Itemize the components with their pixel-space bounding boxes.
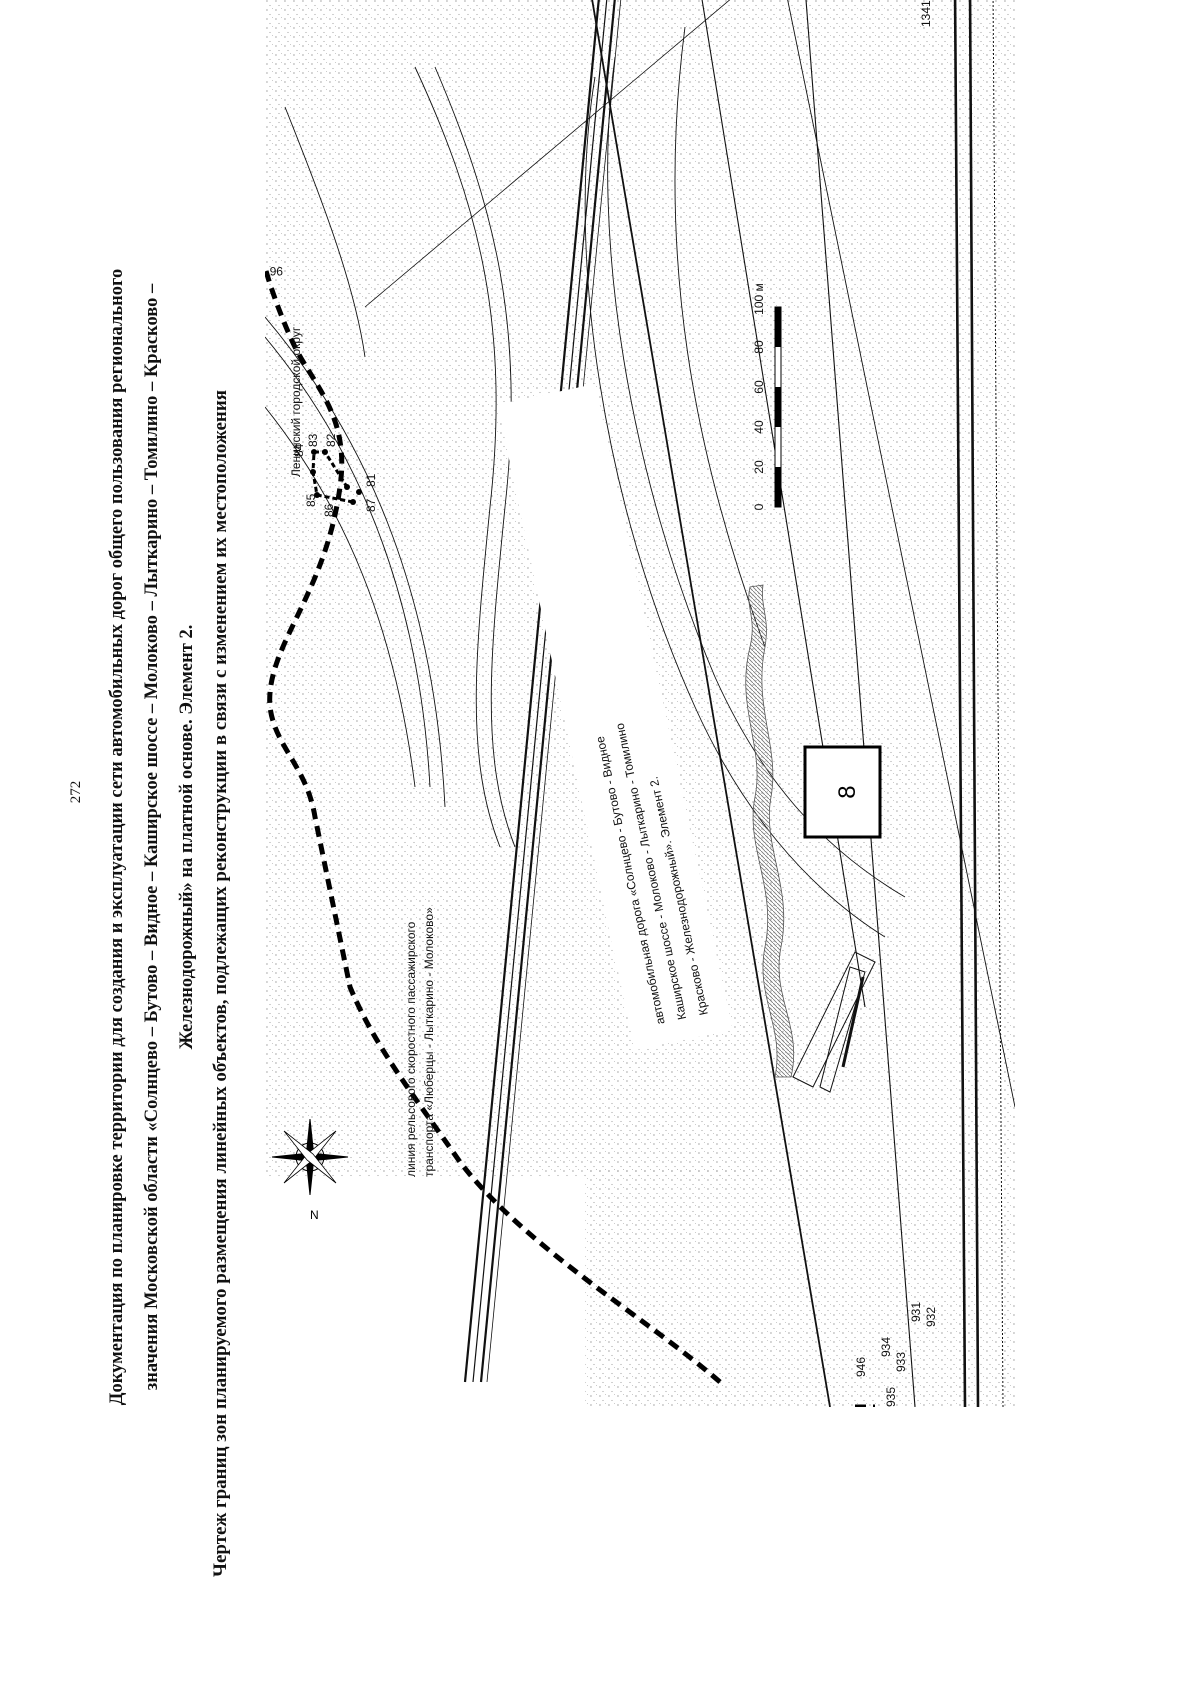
svg-text:96: 96: [269, 264, 283, 278]
svg-text:86: 86: [322, 503, 336, 517]
district-label: Ленинский городской округ: [289, 326, 303, 477]
svg-text:N: N: [310, 1208, 319, 1222]
creek: [745, 584, 795, 1078]
svg-text:линия рельсового скоростного п: линия рельсового скоростного пассажирско…: [404, 921, 418, 1177]
road-lines: [364, 0, 1015, 1407]
terrain-background-left: [585, 1167, 1015, 1407]
svg-text:931: 931: [909, 1302, 923, 1322]
compass-rose-icon: N: [271, 1118, 349, 1222]
reconstruction-zone: [792, 951, 876, 1093]
svg-text:80: 80: [752, 340, 766, 354]
interchange-ramps: [265, 26, 906, 938]
document-title-line-1: Документация по планировке территории дл…: [107, 268, 127, 1406]
svg-text:транспорта «Люберцы - Лыткарин: транспорта «Люберцы - Лыткарино - Молоко…: [422, 907, 436, 1177]
document-title-line-3: Железнодорожный» на платной основе. Элем…: [177, 624, 197, 1050]
svg-text:932: 932: [924, 1307, 938, 1327]
svg-text:82: 82: [324, 433, 338, 447]
svg-text:20: 20: [752, 460, 766, 474]
road-label: автомобильная дорога «Солнцево - Бутово …: [497, 383, 733, 1051]
document-title: Документация по планировке территории дл…: [100, 97, 205, 1577]
point-labels: 96 85 84 83 82 86 87 81 946 935 934 933 …: [269, 0, 938, 1407]
svg-text:87: 87: [364, 498, 378, 512]
svg-text:100 м: 100 м: [752, 283, 766, 315]
svg-text:935: 935: [884, 1387, 898, 1407]
rail-corridor: [463, 0, 623, 1383]
drawing-title: Чертеж границ зон планируемого размещени…: [210, 389, 231, 1577]
territory-boundary: [265, 266, 722, 1384]
svg-text:84: 84: [292, 443, 306, 457]
sheet-number-box: 8: [803, 745, 882, 839]
scale-bar: 0 20 40 60 80 100 м: [752, 283, 782, 510]
svg-text:0: 0: [752, 503, 766, 510]
svg-text:81: 81: [364, 473, 378, 487]
svg-text:83: 83: [306, 433, 320, 447]
svg-text:1341: 1341: [919, 0, 933, 27]
document-title-line-2: значения Московской области «Солнцево – …: [142, 283, 162, 1391]
map-drawing: 96 85 84 83 82 86 87 81 946 935 934 933 …: [265, 0, 1015, 1407]
boundary-point-cluster: [310, 449, 362, 505]
rail-label: линия рельсового скоростного пассажирско…: [404, 907, 436, 1177]
svg-text:40: 40: [752, 420, 766, 434]
page-number: 272: [68, 780, 84, 804]
sheet-number: 8: [834, 785, 861, 798]
svg-text:60: 60: [752, 380, 766, 394]
svg-text:933: 933: [894, 1352, 908, 1372]
svg-text:85: 85: [304, 493, 318, 507]
svg-text:946: 946: [854, 1357, 868, 1377]
svg-text:934: 934: [879, 1337, 893, 1357]
